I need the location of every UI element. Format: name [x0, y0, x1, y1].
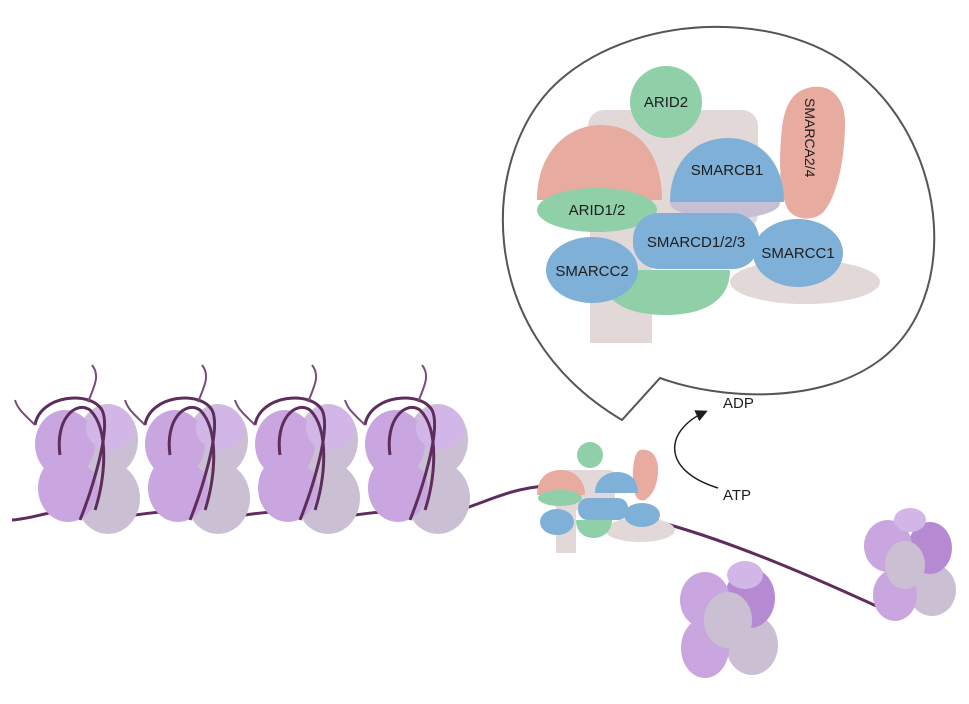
subunit-smarcc1 — [753, 219, 843, 287]
label-adp: ADP — [723, 395, 754, 412]
label-smarca: SMARCA2/4 — [802, 98, 818, 178]
free-histone-octamer-2 — [864, 508, 956, 621]
label-smarcc1: SMARCC1 — [761, 245, 834, 262]
label-atp: ATP — [723, 487, 751, 504]
nucleosome-4 — [344, 364, 470, 534]
nucleosome-2 — [124, 364, 250, 534]
label-smarcd: SMARCD1/2/3 — [647, 234, 745, 251]
subunit-smarcd — [633, 213, 759, 269]
label-smarcb1: SMARCB1 — [691, 162, 764, 179]
subunit-smarcc2 — [546, 237, 638, 303]
subunit-smarcb1 — [670, 138, 784, 202]
free-histone-octamer-1 — [680, 561, 778, 678]
nucleosome-3 — [234, 364, 360, 534]
label-arid12: ARID1/2 — [569, 202, 626, 219]
label-arid2: ARID2 — [644, 94, 688, 111]
complex-small — [537, 442, 675, 553]
nucleosome-1 — [14, 364, 140, 534]
subunit-pink-dome — [537, 125, 662, 200]
reaction-arrow — [673, 410, 719, 489]
subunit-arid2 — [630, 66, 702, 138]
label-smarcc2: SMARCC2 — [555, 263, 628, 280]
subunit-smarca — [780, 86, 845, 219]
subunit-arid12 — [537, 188, 657, 232]
